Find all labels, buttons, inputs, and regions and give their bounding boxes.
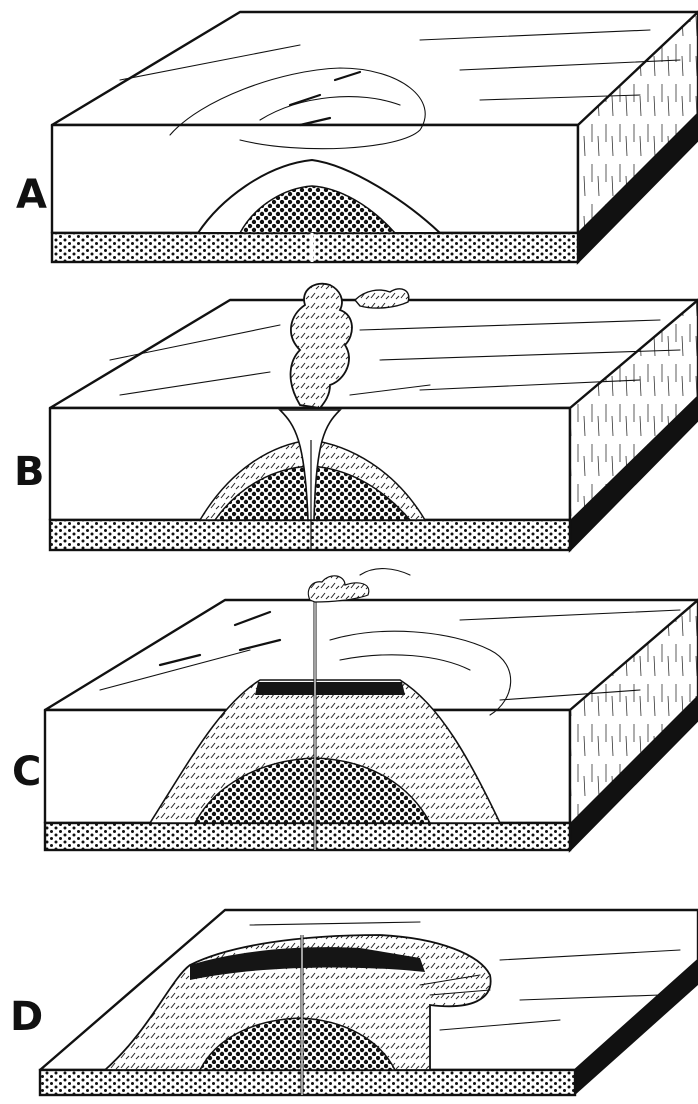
block-a-basement [52, 233, 578, 262]
block-b-basement [50, 520, 570, 550]
block-c-basement [45, 823, 570, 850]
stage-label-a: A [16, 172, 47, 218]
block-a [52, 12, 698, 262]
stage-label-d: D [10, 994, 43, 1040]
stage-label-b: B [14, 449, 45, 495]
block-d-basement [40, 1070, 575, 1095]
block-c-lava-layer [255, 682, 405, 695]
block-b [50, 284, 698, 550]
block-d [40, 910, 698, 1095]
stage-label-c: C [12, 749, 41, 795]
block-c-steam [308, 576, 368, 602]
block-c [45, 569, 698, 850]
